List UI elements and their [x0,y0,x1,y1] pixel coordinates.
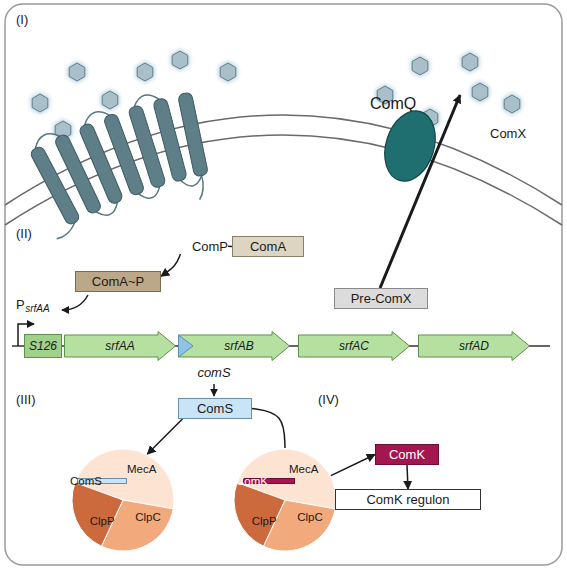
molecule-label: ComX [490,126,526,141]
node-text: ComK regulon [344,492,472,507]
node-text: S126 [24,339,62,353]
protease-complex: MecA ClpP ClpC ComK [233,448,337,552]
connector-arrow [407,465,408,489]
panel-label: (IV) [318,392,339,407]
comx-hexagon [412,57,428,75]
panel-label: (III) [16,392,36,407]
cell-membrane [5,115,562,225]
comx-glow [411,55,430,77]
comx-glow [503,93,522,115]
comx-glow [68,61,87,83]
protein-box: Pre-ComX [334,288,428,309]
node-text: srfAC [298,339,410,353]
pie-shape [71,448,175,552]
comx-hexagon [504,95,520,113]
protein-box: ComK [375,444,439,465]
protein-box: ComK [243,478,295,484]
regulon-box: ComK regulon [335,489,481,510]
pie-shape [233,448,337,552]
node-text: Pre-ComX [343,291,419,306]
promoter-subscript: srfAA [25,303,49,314]
comx-hexagon [462,53,478,71]
transporter-oval: ComQ [370,95,470,255]
node-text: ClpP [252,515,277,527]
node-text: MecA [289,463,318,475]
node-text: ComK [236,475,268,487]
helix-loop [57,223,75,239]
node-text: ClpP [90,515,115,527]
gene-arrow: srfAA [64,331,176,361]
node-text: ComP [192,239,228,254]
gene-arrow: srfAB [178,331,290,361]
gene-arrow: srfAD [418,331,530,361]
panel-label: (II) [16,226,32,241]
comx-glow [471,81,490,103]
comx-hexagon [220,63,236,81]
node-text: ComQ [370,95,416,112]
translation-arrow [213,384,215,396]
comx-glow [31,92,50,114]
coms-marker [179,335,194,357]
comx-hexagon [137,63,153,81]
node-text: ComS [70,475,102,487]
comx-hexagon [102,91,118,109]
node-text: ComK [384,447,430,462]
comx-glow [461,51,480,73]
transporter-shape [370,95,470,255]
node-text: ComA~P [84,274,152,289]
connector-arrow [147,419,182,454]
protein-box: ComA~P [75,271,161,292]
protein-box: ComA [232,236,304,257]
comx-glow [136,61,155,83]
helix-loop [200,176,204,200]
node-text: ClpC [135,511,161,523]
node-text: srfAA [64,339,176,353]
panel-label: (I) [16,12,28,27]
protein-box: ComS [178,398,252,419]
node-text: srfAB [178,339,290,353]
node-text: ClpC [297,511,323,523]
comx-glow [101,89,120,111]
connector-arrow [331,455,375,476]
protein-box: ComS [77,478,127,484]
gene-label: comS [197,365,230,380]
transmembrane-helices [29,92,208,239]
comx-glow [171,49,190,71]
connector-arrow [252,409,285,449]
gene-box: S126 [24,334,62,358]
activation-arrow [62,295,88,310]
comx-hexagon [472,83,488,101]
promoter-label: P [16,297,25,312]
outer-frame [5,4,562,565]
protease-complex: MecA ClpP ClpC ComS [71,448,175,552]
comx-hexagon [32,94,48,112]
receptor-complex: ComP [30,100,228,254]
comx-hexagon [172,51,188,69]
node-text: srfAD [418,339,530,353]
node-text: ComA [241,239,295,254]
connector-arrow [161,254,180,276]
gene-arrow: srfAC [298,331,410,361]
comx-hexagon [69,63,85,81]
comx-glow [219,61,238,83]
node-text: MecA [127,463,156,475]
helix-cylinder [178,92,209,177]
node-text: ComS [187,401,243,416]
